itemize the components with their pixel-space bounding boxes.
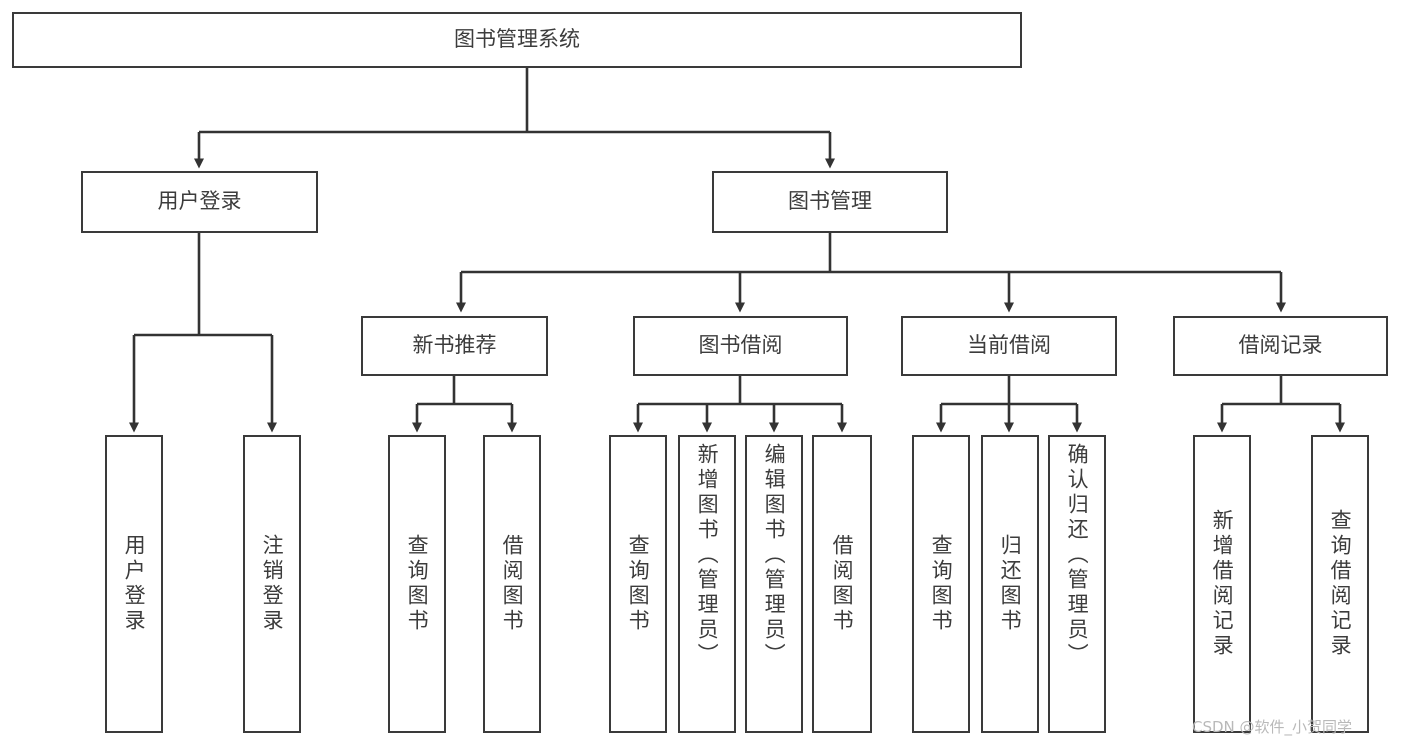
csdn-watermark: CSDN @软件_小贺同学 bbox=[1192, 718, 1353, 736]
node-current-borrow-label: 当前借阅 bbox=[967, 333, 1051, 358]
leaf-query-book-recommend[interactable]: 查询图书 bbox=[388, 435, 446, 733]
leaf-add-borrow-record-label: 新增借阅记录 bbox=[1210, 509, 1235, 659]
leaf-query-book-recommend-label: 查询图书 bbox=[405, 534, 430, 634]
leaf-query-book-borrow-label: 查询图书 bbox=[626, 534, 651, 634]
leaf-borrow-book-recommend[interactable]: 借阅图书 bbox=[483, 435, 541, 733]
leaf-borrow-book-label: 借阅图书 bbox=[830, 534, 855, 634]
node-user-login[interactable]: 用户登录 bbox=[81, 171, 318, 233]
leaf-return-book-label: 归还图书 bbox=[998, 534, 1023, 634]
leaf-add-borrow-record[interactable]: 新增借阅记录 bbox=[1193, 435, 1251, 733]
node-book-management-label: 图书管理 bbox=[788, 189, 872, 214]
leaf-add-book-admin[interactable]: 新增图书（管理员） bbox=[678, 435, 736, 733]
node-book-management[interactable]: 图书管理 bbox=[712, 171, 948, 233]
node-book-borrow[interactable]: 图书借阅 bbox=[633, 316, 848, 376]
node-user-login-label: 用户登录 bbox=[157, 189, 242, 214]
leaf-borrow-book-recommend-label: 借阅图书 bbox=[500, 534, 525, 634]
leaf-query-book-current-label: 查询图书 bbox=[929, 534, 954, 634]
leaf-query-borrow-record-label: 查询借阅记录 bbox=[1328, 509, 1353, 659]
node-borrow-record-label: 借阅记录 bbox=[1238, 333, 1323, 358]
leaf-borrow-book[interactable]: 借阅图书 bbox=[812, 435, 872, 733]
node-root-label: 图书管理系统 bbox=[454, 27, 580, 52]
leaf-user-login-label: 用户登录 bbox=[122, 534, 147, 634]
leaf-edit-book-admin-label: 编辑图书（管理员） bbox=[762, 443, 787, 668]
leaf-query-borrow-record[interactable]: 查询借阅记录 bbox=[1311, 435, 1369, 733]
node-new-book-recommend-label: 新书推荐 bbox=[412, 333, 497, 358]
node-book-borrow-label: 图书借阅 bbox=[698, 333, 783, 358]
leaf-return-book[interactable]: 归还图书 bbox=[981, 435, 1039, 733]
leaf-edit-book-admin[interactable]: 编辑图书（管理员） bbox=[745, 435, 803, 733]
leaf-user-login[interactable]: 用户登录 bbox=[105, 435, 163, 733]
leaf-logout[interactable]: 注销登录 bbox=[243, 435, 301, 733]
node-root[interactable]: 图书管理系统 bbox=[12, 12, 1022, 68]
node-current-borrow[interactable]: 当前借阅 bbox=[901, 316, 1117, 376]
leaf-confirm-return-admin-label: 确认归还（管理员） bbox=[1065, 443, 1090, 668]
leaf-confirm-return-admin[interactable]: 确认归还（管理员） bbox=[1048, 435, 1106, 733]
leaf-query-book-borrow[interactable]: 查询图书 bbox=[609, 435, 667, 733]
leaf-query-book-current[interactable]: 查询图书 bbox=[912, 435, 970, 733]
leaf-logout-label: 注销登录 bbox=[260, 534, 285, 634]
node-new-book-recommend[interactable]: 新书推荐 bbox=[361, 316, 548, 376]
leaf-add-book-admin-label: 新增图书（管理员） bbox=[695, 443, 720, 668]
node-borrow-record[interactable]: 借阅记录 bbox=[1173, 316, 1388, 376]
